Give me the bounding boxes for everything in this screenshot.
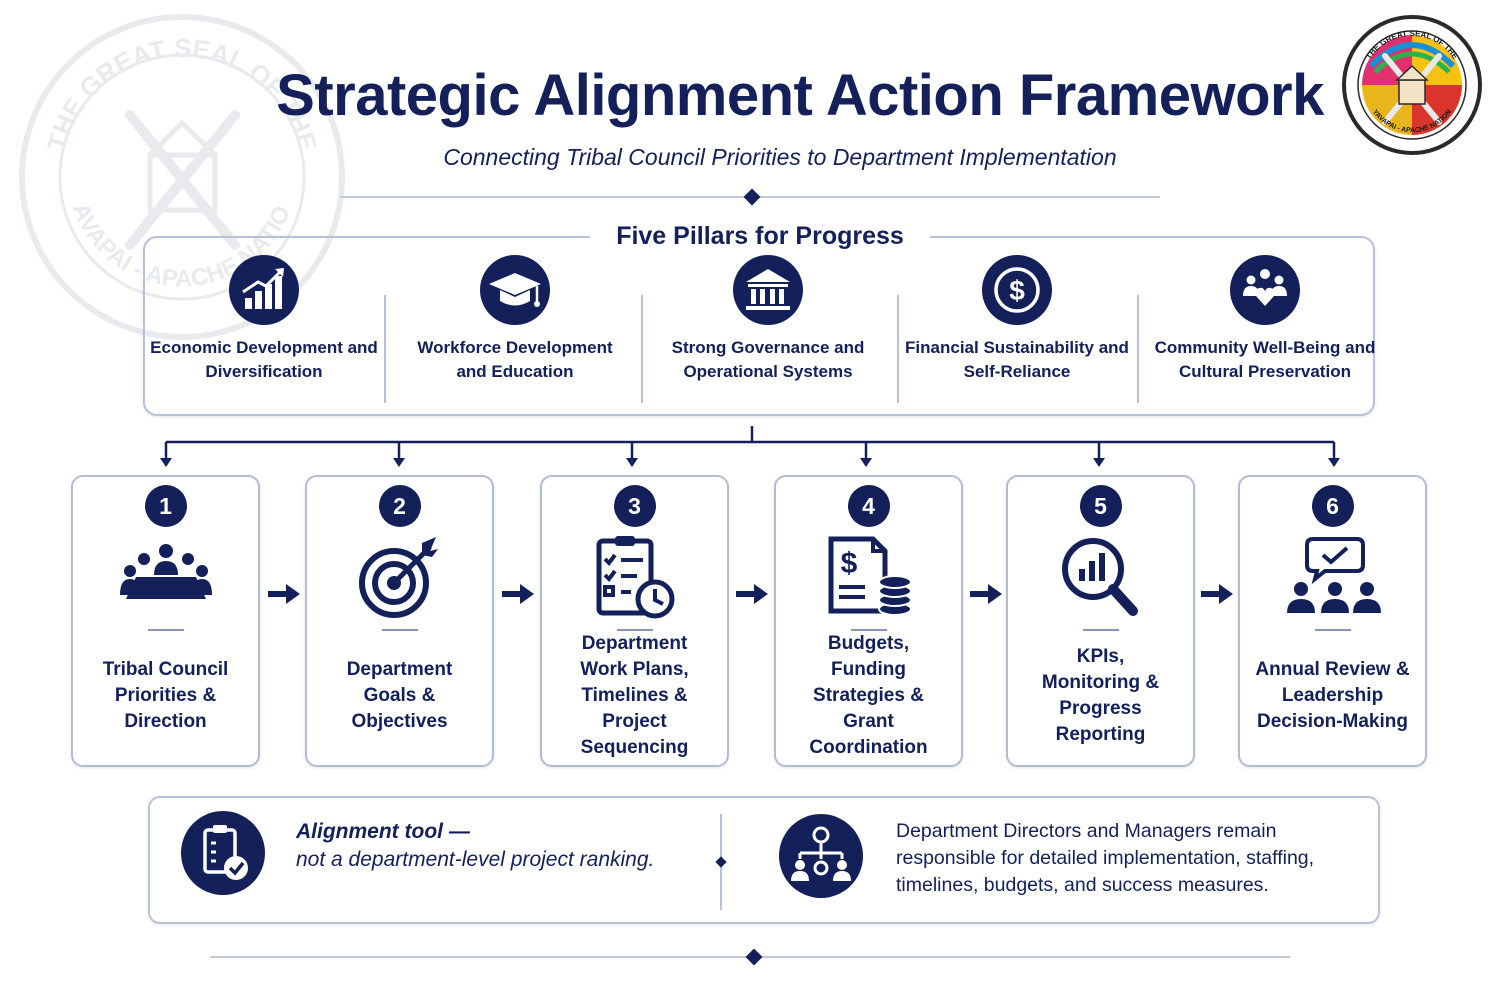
pillar-label: Financial Sustainability and Self-Relian… (905, 338, 1129, 381)
page-subtitle: Connecting Tribal Council Priorities to … (443, 144, 1117, 170)
step-number: 2 (378, 485, 421, 527)
pillar-label: Community Well-Being and Cultural Preser… (1154, 338, 1376, 381)
step-label: KPIs, Monitoring & Progress Reporting (1041, 646, 1160, 745)
pillar-governance: Strong Governance and Operational System… (653, 254, 883, 384)
page-title: Strategic Alignment Action Framework (276, 63, 1324, 128)
pillar-community: Community Well-Being and Cultural Preser… (1150, 254, 1380, 384)
community-heart-icon (1230, 255, 1300, 325)
bar-chart-growth-icon (229, 255, 299, 325)
checklist-clock-icon (596, 536, 674, 619)
responsibility-note: Department Directors and Managers remain… (896, 820, 1315, 896)
step-rule (616, 629, 653, 631)
target-arrow-icon (358, 537, 438, 618)
step-card-5: 5 KPIs, Monitoring & Progress Reporting (1006, 475, 1195, 767)
notes-panel (148, 796, 1380, 924)
svg-text:$: $ (840, 547, 857, 580)
pillar-workforce: Workforce Development and Education (400, 254, 630, 384)
magnifier-chart-icon (1061, 538, 1138, 616)
pillar-separator (897, 295, 899, 403)
leadership-review-icon (1286, 537, 1381, 613)
step-card-6: 6 Annual Review & Leadership Decision-Ma… (1238, 475, 1427, 767)
header-divider (340, 188, 1160, 206)
step-label: Department Work Plans, Timelines & Proje… (580, 633, 689, 758)
step-number: 6 (1311, 485, 1354, 527)
step-rule (381, 629, 418, 631)
pillar-financial: $ Financial Sustainability and Self-Reli… (902, 254, 1132, 384)
watermark-seal: THE GREAT SEAL OF THE YAVAPAI - APACHE N… (10, 5, 345, 340)
graduation-cap-icon (480, 255, 550, 325)
government-building-icon (733, 255, 803, 325)
pillar-separator (641, 295, 643, 403)
step-card-2: 2 Department Goals & Objectives (305, 475, 494, 767)
step-rule (850, 629, 887, 631)
pillar-economic: Economic Development and Diversification (149, 254, 379, 384)
pillar-step-connectors (160, 426, 1340, 467)
council-meeting-icon (119, 544, 212, 599)
flow-arrow-icon (736, 584, 768, 604)
flow-arrow-icon (502, 584, 534, 604)
flow-arrow-icon (1201, 584, 1233, 604)
budget-document-coins-icon: $ (828, 536, 912, 616)
step-label: Annual Review & Leadership Decision-Maki… (1255, 659, 1410, 732)
alignment-note-strong: Alignment tool — (296, 820, 470, 843)
step-number: 3 (613, 485, 656, 527)
clipboard-check-icon (181, 811, 265, 895)
footer-divider (210, 948, 1290, 966)
step-number: 4 (847, 485, 890, 527)
pillar-separator (384, 295, 386, 403)
step-rule (1314, 629, 1351, 631)
step-card-3: 3 Department Work Plans, Timelines & Pro… (540, 475, 729, 767)
pillar-label: Strong Governance and Operational System… (671, 338, 865, 381)
step-number: 1 (144, 485, 187, 527)
alignment-note: Alignment tool — not a department-level … (296, 818, 696, 874)
step-label: Tribal Council Priorities & Direction (102, 659, 229, 732)
great-seal-logo: THE GREAT SEAL OF THE YAVAPAI - APACHE N… (1342, 15, 1482, 155)
step-card-4: 4 $ Budgets, Funding Strategies & Grant … (774, 475, 963, 767)
pillar-label: Economic Development and Diversification (150, 338, 378, 381)
pillars-heading: Five Pillars for Progress (590, 220, 930, 253)
pillar-label: Workforce Development and Education (417, 338, 613, 381)
alignment-note-text: not a department-level project ranking. (296, 848, 655, 871)
step-rule (1082, 629, 1119, 631)
svg-text:$: $ (1009, 275, 1025, 306)
org-hierarchy-icon (779, 814, 863, 898)
step-label: Department Goals & Objectives (346, 659, 453, 732)
step-card-1: 1 Tribal Council Priorities & Direction (71, 475, 260, 767)
pillar-separator (1137, 295, 1139, 403)
step-number: 5 (1079, 485, 1122, 527)
flow-arrow-icon (970, 584, 1002, 604)
step-rule (147, 629, 184, 631)
diamond-marker (715, 856, 727, 868)
step-label: Budgets, Funding Strategies & Grant Coor… (809, 633, 928, 758)
dollar-coin-icon: $ (982, 255, 1052, 325)
flow-arrow-icon (268, 584, 300, 604)
